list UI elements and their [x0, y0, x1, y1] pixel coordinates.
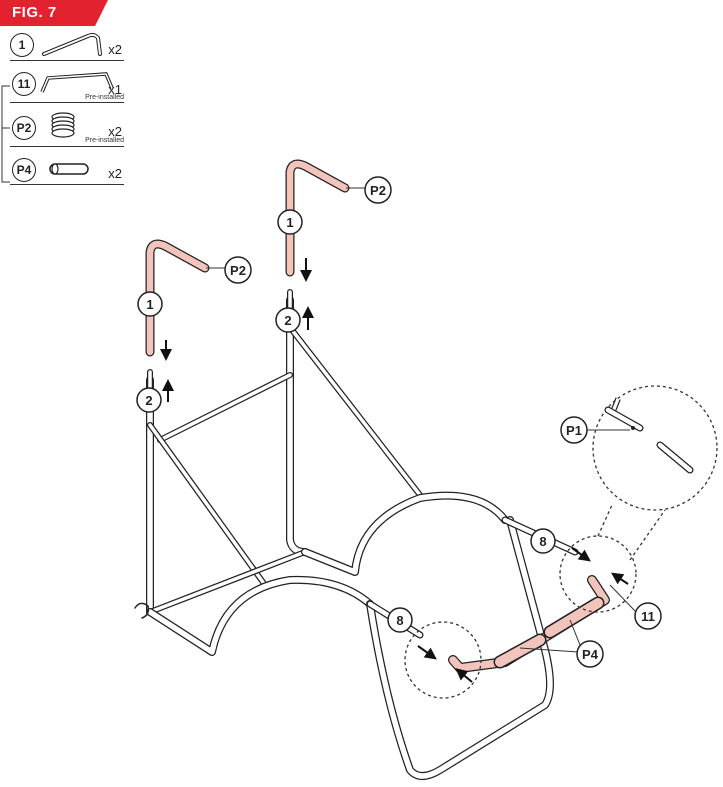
parts-row-11: 11 x1 Pre-installed — [10, 68, 124, 103]
part-note: Pre-installed — [85, 94, 124, 101]
callout-part2-left-label: 2 — [145, 393, 152, 408]
callouts: 1 1 P2 P2 2 2 8 8 P1 11 P4 — [136, 176, 662, 668]
tube-bent-icon — [42, 32, 102, 56]
parts-row-1: 1 x2 — [10, 30, 124, 61]
callout-part2-right-label: 2 — [284, 313, 291, 328]
callout-part2-right: 2 — [275, 307, 301, 333]
callout-part8-right: 8 — [530, 528, 556, 554]
frame-bar-icon — [40, 72, 114, 93]
part-id: 1 — [10, 33, 34, 57]
callout-p2-right: P2 — [364, 176, 392, 204]
detail-p1-contents — [604, 397, 694, 474]
detail-circles — [404, 385, 718, 699]
callout-part11: 11 — [634, 602, 662, 630]
callout-part11-label: 11 — [641, 609, 655, 624]
part-qty: x1 — [108, 82, 122, 97]
part-id: P2 — [12, 116, 36, 140]
parts-list: 1 x2 11 x1 Pre-installed P2 x2 Pre-insta… — [0, 30, 130, 200]
callout-part1-right: 1 — [277, 209, 303, 235]
end-cap-icon — [51, 112, 75, 138]
part-qty: x2 — [108, 42, 122, 57]
parts-row-P2: P2 x2 Pre-installed — [10, 110, 124, 147]
figure-label: FIG. 7 — [12, 4, 57, 21]
callout-p2-right-label: P2 — [370, 183, 386, 198]
leader-lines — [206, 187, 637, 653]
figure-badge: FIG. 7 — [0, 0, 108, 26]
callout-part8-left: 8 — [387, 607, 413, 633]
connector-tube-icon — [49, 163, 89, 175]
part-qty: x2 — [108, 124, 122, 139]
callout-p1-detail-label: P1 — [566, 423, 582, 438]
part-qty: x2 — [108, 166, 122, 181]
callout-p4-label: P4 — [582, 647, 599, 662]
arrows — [160, 258, 629, 683]
callout-part1-left: 1 — [137, 291, 163, 317]
callout-p1-detail: P1 — [560, 416, 588, 444]
callout-part2-left: 2 — [136, 387, 162, 413]
parts-bracket — [1, 85, 10, 183]
part-note: Pre-installed — [85, 137, 124, 144]
frame — [134, 289, 579, 780]
parts-row-P4: P4 x2 — [10, 154, 124, 185]
highlighted-parts — [145, 159, 610, 673]
callout-part1-left-label: 1 — [146, 297, 153, 312]
callout-part1-right-label: 1 — [286, 215, 293, 230]
part-id: P4 — [12, 158, 36, 182]
callout-p4: P4 — [576, 640, 604, 668]
callout-part8-right-label: 8 — [539, 534, 546, 549]
callout-p2-left: P2 — [224, 256, 252, 284]
callout-part8-left-label: 8 — [396, 613, 403, 628]
callout-p2-left-label: P2 — [230, 263, 246, 278]
part-id: 11 — [12, 72, 36, 96]
